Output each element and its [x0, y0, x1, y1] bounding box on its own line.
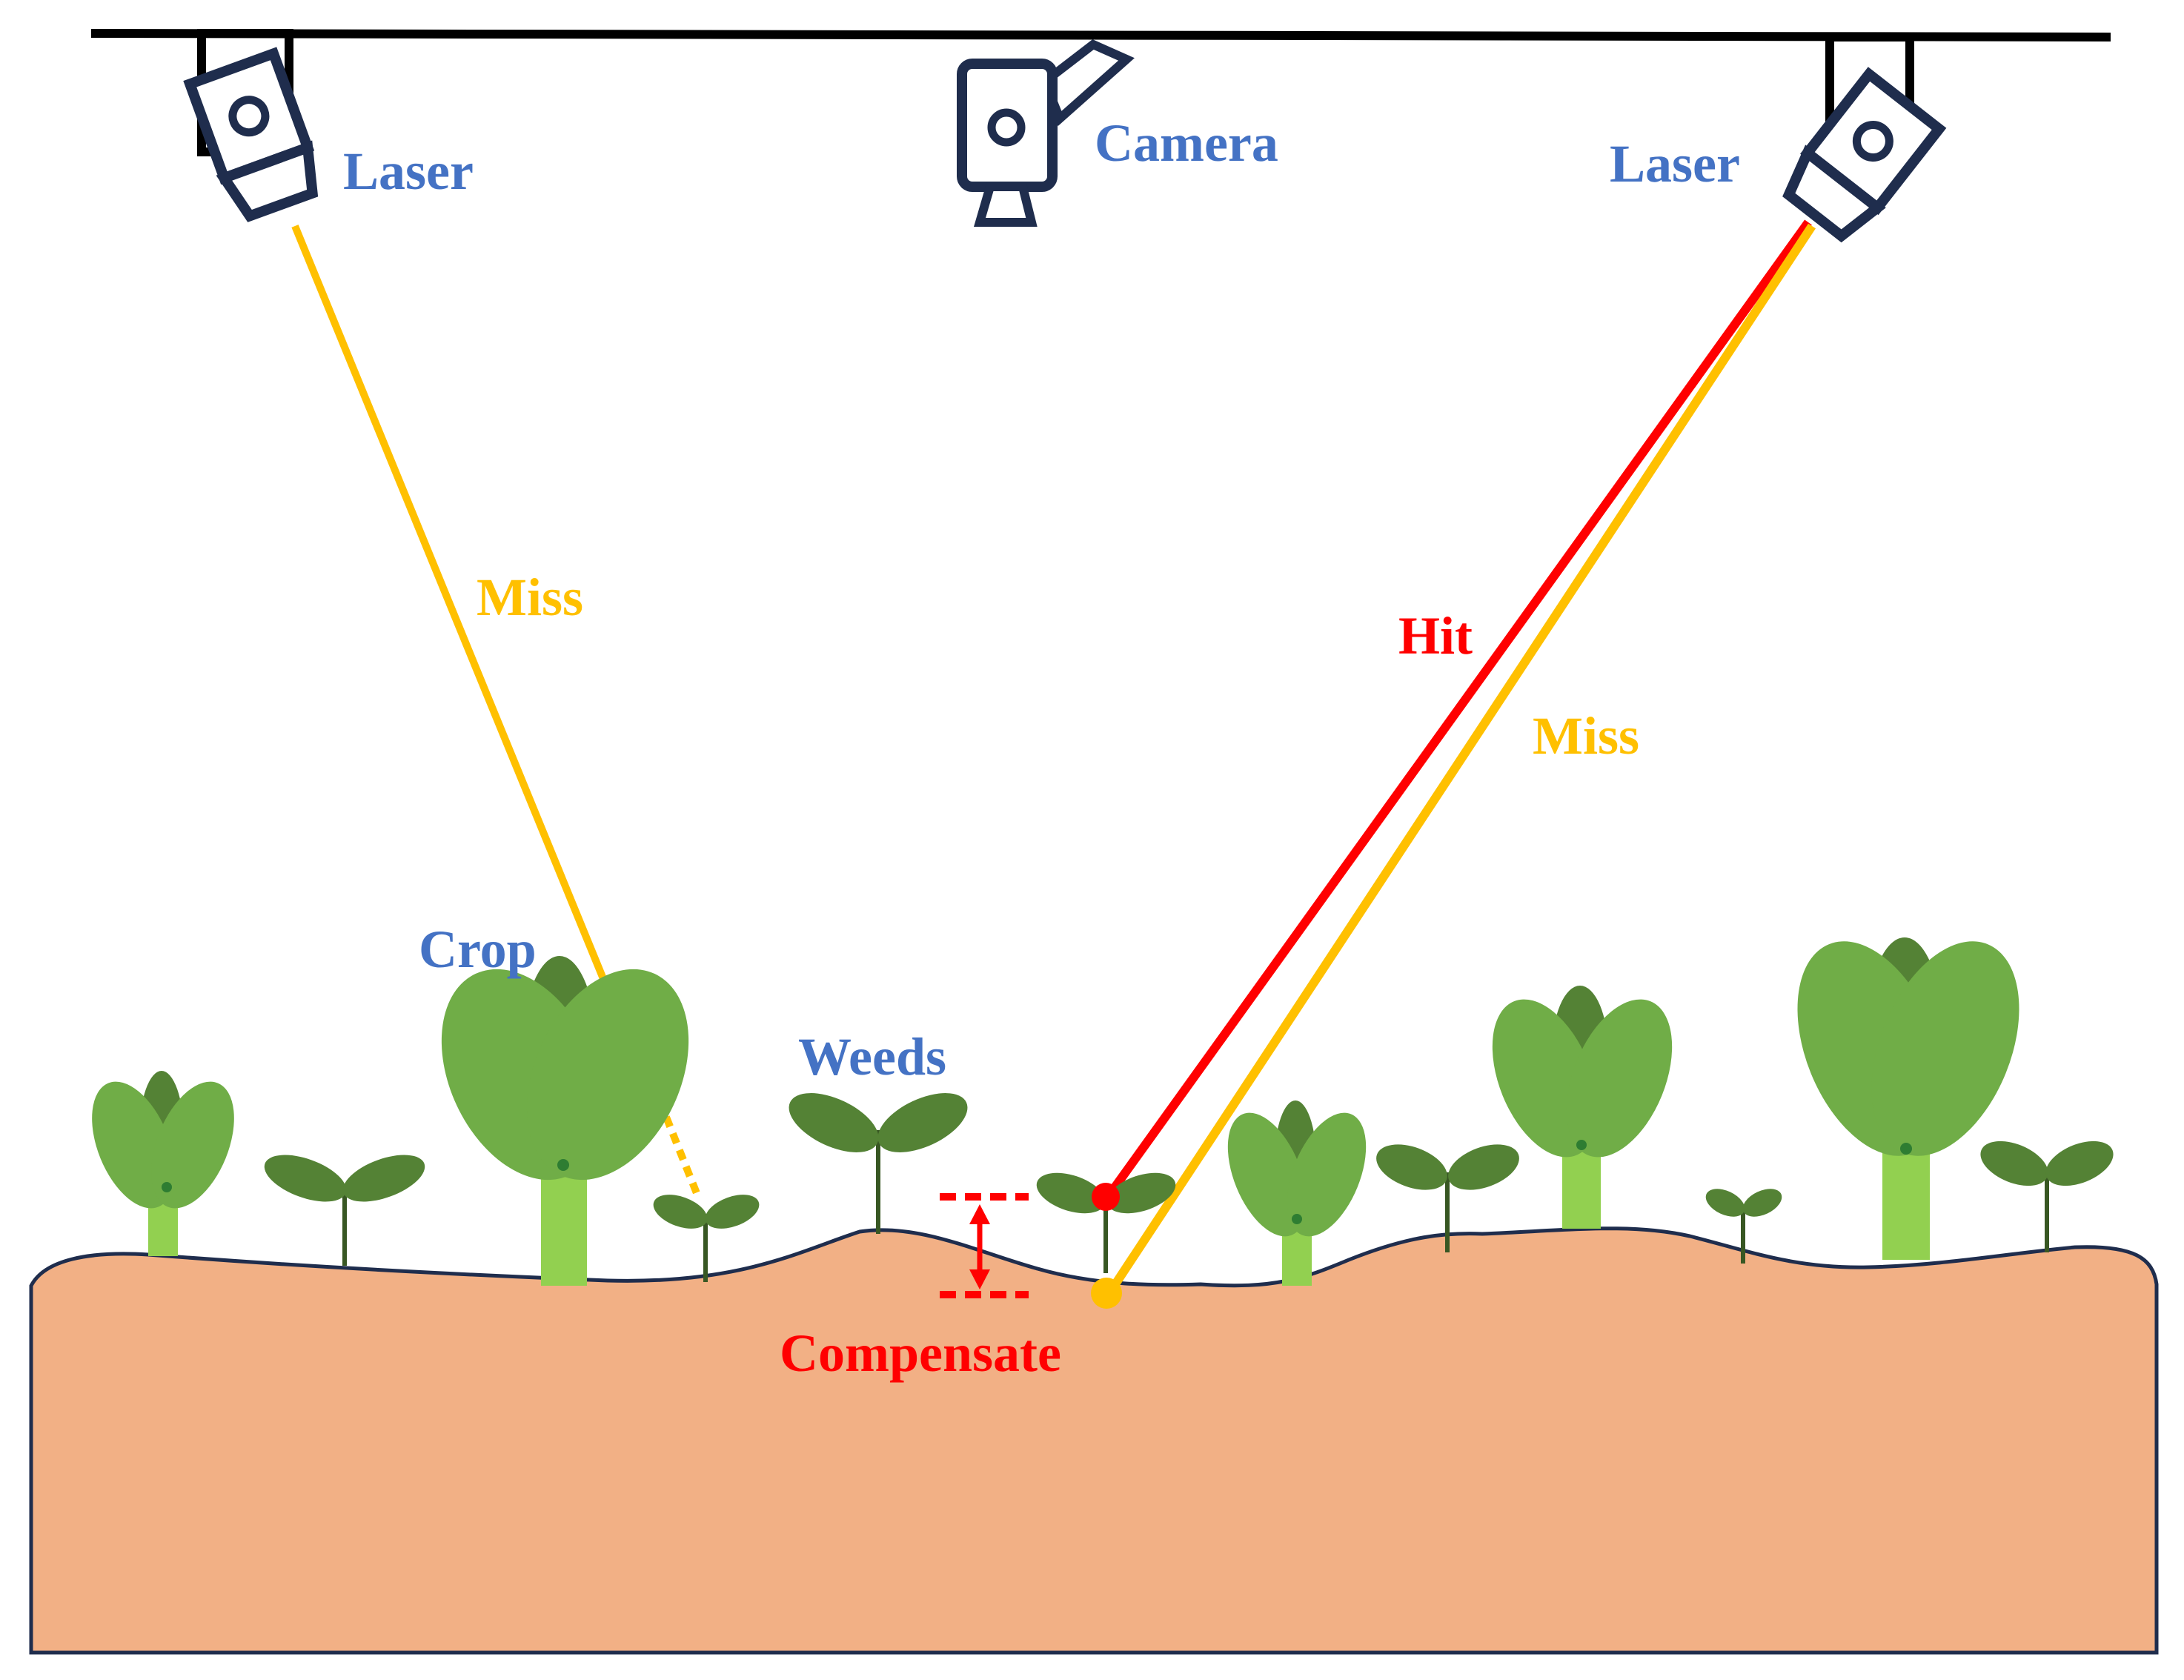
miss-point	[1091, 1278, 1122, 1309]
weed-leaf	[653, 1195, 708, 1229]
crop-bud	[1900, 1143, 1912, 1155]
crop-leaf	[1871, 941, 2019, 1156]
laser-left-nozzle	[216, 140, 319, 222]
label-laser-right: Laser	[1610, 134, 1740, 193]
weed-leaf	[789, 1093, 879, 1152]
weed-plant	[264, 1155, 425, 1266]
crop-bud	[1576, 1140, 1587, 1150]
weed-plant	[1980, 1141, 2114, 1252]
laser-left-lens-icon	[228, 96, 270, 137]
label-hit: Hit	[1398, 606, 1473, 665]
crop-leaf	[1287, 1112, 1367, 1237]
weed-leaf	[264, 1155, 347, 1202]
label-crop: Crop	[419, 920, 537, 979]
laser-right-body	[1782, 67, 1947, 243]
compensation-indicator	[940, 1193, 1029, 1298]
compensation-arrow-down-icon	[969, 1269, 990, 1289]
laser-right-lens-icon	[1852, 121, 1893, 162]
weed-leaf	[1106, 1172, 1176, 1214]
label-miss-right: Miss	[1533, 706, 1639, 766]
weed-leaf	[1705, 1189, 1745, 1217]
label-camera: Camera	[1095, 113, 1278, 173]
weed-leaf	[342, 1155, 425, 1202]
crop-stem	[1882, 1145, 1930, 1260]
weed-leaf	[1742, 1189, 1782, 1217]
laser-left	[183, 29, 319, 222]
compensation-arrow-up-icon	[969, 1204, 990, 1224]
hit-point	[1092, 1183, 1120, 1211]
weed-leaf	[877, 1093, 968, 1152]
crop-bud	[557, 1159, 569, 1171]
camera-body	[957, 59, 1058, 192]
camera	[957, 39, 1135, 227]
weed-leaf	[2045, 1141, 2114, 1186]
label-weeds: Weeds	[798, 1027, 946, 1086]
crop-leaf	[1566, 999, 1673, 1158]
laser-left-body	[183, 47, 319, 222]
crop-bud	[1292, 1214, 1302, 1224]
soil	[29, 1226, 2159, 1655]
crop-stem	[541, 1163, 587, 1286]
weed-leaf	[705, 1195, 760, 1229]
crop-plant	[1797, 937, 2019, 1260]
crop-plant	[1227, 1100, 1367, 1286]
laser-right	[1782, 33, 1947, 243]
mounting-rail	[90, 29, 2111, 41]
crop-plant	[1492, 986, 1673, 1229]
crop-leaf	[1227, 1112, 1307, 1237]
camera-base	[974, 182, 1038, 227]
weed-leaf	[1036, 1172, 1106, 1214]
crop-plant	[92, 1071, 234, 1256]
weed-plant	[653, 1195, 760, 1282]
crop-plant	[441, 956, 689, 1286]
weed-leaf	[1980, 1141, 2048, 1186]
laser-right-nozzle	[1782, 145, 1886, 243]
weed-leaf	[1448, 1144, 1519, 1190]
beam-hit	[1104, 219, 1812, 1200]
crop-leaf	[526, 969, 689, 1181]
crop-bud	[162, 1182, 172, 1192]
weed-plant	[1705, 1189, 1782, 1264]
weed-leaf	[1376, 1144, 1447, 1190]
crop-leaf	[151, 1081, 234, 1209]
weed-plant	[1376, 1144, 1519, 1252]
label-compensate: Compensate	[780, 1324, 1061, 1383]
beam-miss-right	[1105, 223, 1816, 1296]
label-miss-left: Miss	[477, 568, 583, 627]
camera-mount-arm	[1039, 39, 1135, 127]
beam-miss-left	[291, 225, 623, 1018]
label-laser-left: Laser	[343, 142, 474, 201]
weed-plant	[789, 1093, 968, 1234]
camera-lens-icon	[987, 108, 1026, 147]
